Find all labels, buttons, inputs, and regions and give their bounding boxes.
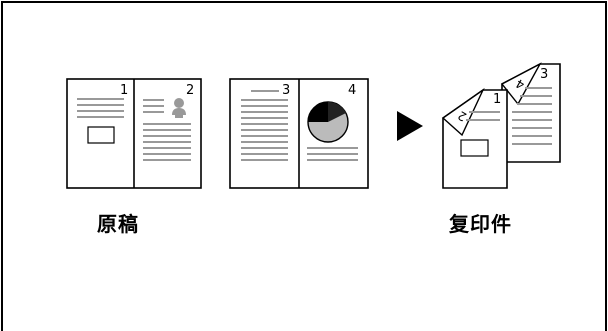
copy-page-number-1: 1 [493, 92, 501, 107]
page-number-3: 3 [282, 83, 290, 98]
page-number-1: 1 [120, 83, 128, 98]
copies-caption: 复印件 [449, 212, 512, 236]
originals-caption: 原稿 [97, 212, 139, 236]
page-number-2: 2 [186, 83, 194, 98]
original-spread-1-2: 1 2 [66, 78, 202, 189]
page-number-4: 4 [348, 83, 356, 98]
original-page-4: 4 [307, 83, 358, 161]
original-page-2: 2 [143, 83, 194, 161]
original-page-3: 3 [241, 83, 290, 161]
copy-sheet-1-2: 1 2 [441, 87, 508, 189]
page-curl [500, 62, 542, 106]
original-page-1: 1 [77, 83, 128, 144]
copy-page-number-3: 3 [540, 67, 548, 82]
person-photo-icon [172, 98, 186, 118]
original-spread-3-4: 3 4 [229, 78, 369, 189]
image-placeholder [87, 126, 115, 144]
copy-sheet-3-4: 3 4 [500, 62, 561, 163]
pie-chart-icon [307, 101, 349, 143]
arrow-right-icon [397, 111, 423, 141]
copy-sheets: 3 4 1 2 [441, 62, 561, 189]
image-placeholder [460, 139, 489, 157]
